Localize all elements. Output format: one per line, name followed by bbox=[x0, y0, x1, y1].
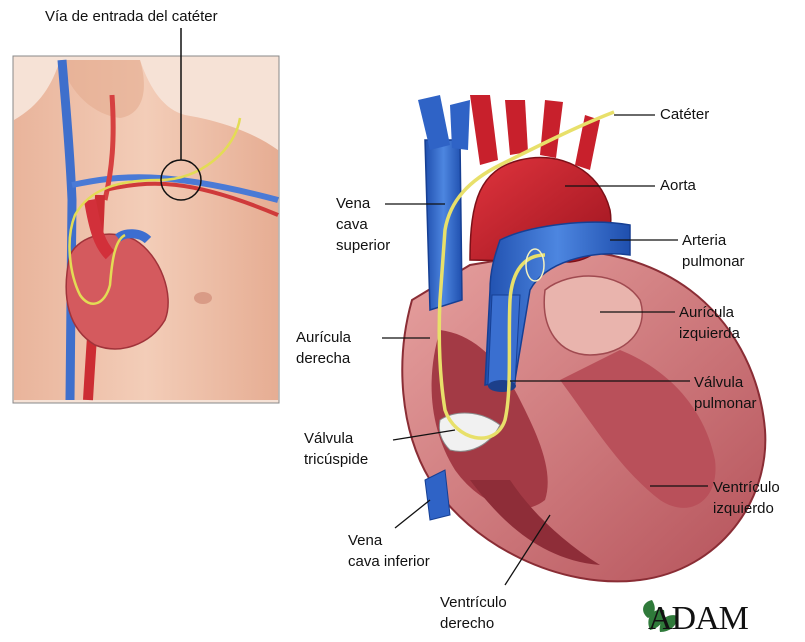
svc-branch-1 bbox=[418, 95, 450, 150]
inset-title: Vía de entrada del catéter bbox=[45, 6, 218, 27]
label-valvula-pulmonar: Válvula pulmonar bbox=[694, 372, 757, 414]
pulmonary-trunk bbox=[488, 295, 520, 385]
label-vena-cava-inferior: Vena cava inferior bbox=[348, 530, 430, 572]
leader-vena-cava-inferior bbox=[395, 500, 430, 528]
label-auricula-izquierda: Aurícula izquierda bbox=[679, 302, 740, 344]
aortic-branch-3 bbox=[540, 100, 563, 158]
label-aorta: Aorta bbox=[660, 175, 696, 196]
label-ventriculo-izquierdo: Ventrículo izquierdo bbox=[713, 477, 780, 519]
label-arteria-pulmonar: Arteria pulmonar bbox=[682, 230, 745, 272]
pulmonary-valve bbox=[488, 380, 516, 392]
torso-inset bbox=[13, 28, 279, 403]
nipple bbox=[194, 292, 212, 304]
aortic-branch-1 bbox=[470, 95, 498, 165]
label-ventriculo-derecho: Ventrículo derecho bbox=[440, 592, 507, 634]
svc-branch-2 bbox=[450, 100, 470, 150]
label-valvula-tricuspide: Válvula tricúspide bbox=[304, 428, 368, 470]
superior-vena-cava bbox=[425, 140, 462, 310]
aortic-branch-2 bbox=[505, 100, 528, 155]
label-auricula-derecha: Aurícula derecha bbox=[296, 327, 351, 369]
adam-logo: ADAM bbox=[648, 600, 748, 638]
label-vena-cava-superior: Vena cava superior bbox=[336, 193, 390, 256]
label-cateter: Catéter bbox=[660, 104, 709, 125]
left-atrium bbox=[544, 276, 642, 355]
